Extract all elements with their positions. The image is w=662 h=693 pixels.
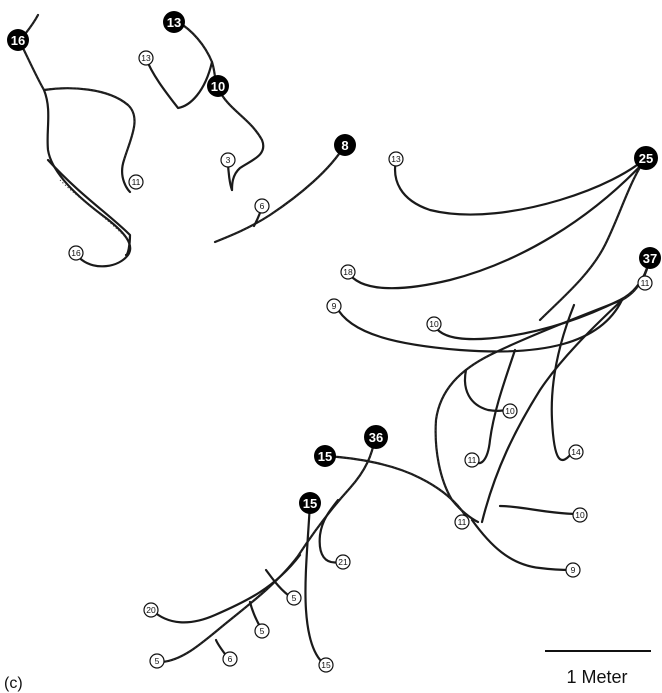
small-nodes: 13 11 16 3 6 13 18 9 10 11 10 11 14 10 1… <box>69 51 652 672</box>
node-small-9-a: 9 <box>327 299 341 313</box>
svg-text:15: 15 <box>321 660 331 670</box>
svg-text:8: 8 <box>341 138 348 153</box>
svg-text:9: 9 <box>571 565 576 575</box>
node-small-5-b: 5 <box>255 624 269 638</box>
node-15-upper: 15 <box>314 445 336 467</box>
node-small-20: 20 <box>144 603 158 617</box>
node-small-10-a: 10 <box>427 317 441 331</box>
svg-text:10: 10 <box>505 406 515 416</box>
svg-text:5: 5 <box>292 593 297 603</box>
big-nodes: 16 13 10 8 25 37 36 15 <box>7 11 661 514</box>
node-small-11-c: 11 <box>465 453 479 467</box>
svg-text:13: 13 <box>167 15 181 30</box>
svg-text:5: 5 <box>155 656 160 666</box>
node-small-3: 3 <box>221 153 235 167</box>
svg-text:10: 10 <box>429 319 439 329</box>
node-small-11-d: 11 <box>455 515 469 529</box>
node-small-13-a: 13 <box>139 51 153 65</box>
scale-bar: 1 Meter <box>545 651 651 687</box>
svg-text:16: 16 <box>71 248 81 258</box>
svg-text:36: 36 <box>369 430 383 445</box>
svg-text:14: 14 <box>571 447 581 457</box>
svg-text:21: 21 <box>338 557 348 567</box>
panel-label: (c) <box>4 675 23 692</box>
node-15-lower: 15 <box>299 492 321 514</box>
svg-text:20: 20 <box>146 605 156 615</box>
node-25: 25 <box>634 146 658 170</box>
svg-text:9: 9 <box>332 301 337 311</box>
node-16-top-left: 16 <box>7 29 29 51</box>
svg-text:10: 10 <box>211 79 225 94</box>
node-small-13-b: 13 <box>389 152 403 166</box>
trail-group-bottom <box>152 438 465 662</box>
node-37: 37 <box>639 247 661 269</box>
svg-text:37: 37 <box>643 251 657 266</box>
svg-text:18: 18 <box>343 267 353 277</box>
svg-text:11: 11 <box>132 177 141 187</box>
node-10-top: 10 <box>207 75 229 97</box>
svg-text:25: 25 <box>639 151 653 166</box>
svg-text:15: 15 <box>318 449 332 464</box>
node-small-18: 18 <box>341 265 355 279</box>
svg-text:11: 11 <box>468 455 477 465</box>
node-small-10-b: 10 <box>503 404 517 418</box>
node-13-top: 13 <box>163 11 185 33</box>
scale-bar-label: 1 Meter <box>566 667 627 687</box>
svg-text:11: 11 <box>458 517 467 527</box>
svg-text:15: 15 <box>303 496 317 511</box>
svg-text:10: 10 <box>575 510 585 520</box>
node-small-9-b: 9 <box>566 563 580 577</box>
node-8: 8 <box>334 134 356 156</box>
svg-text:13: 13 <box>141 53 151 63</box>
node-small-5-c: 5 <box>150 654 164 668</box>
svg-text:13: 13 <box>391 154 401 164</box>
node-small-14: 14 <box>569 445 583 459</box>
trail-group-right <box>336 158 649 570</box>
node-small-6-a: 6 <box>255 199 269 213</box>
svg-text:11: 11 <box>641 278 650 288</box>
svg-text:6: 6 <box>260 201 265 211</box>
node-small-6-b: 6 <box>223 652 237 666</box>
svg-text:3: 3 <box>226 155 231 165</box>
svg-text:5: 5 <box>260 626 265 636</box>
node-small-11-b: 11 <box>638 276 652 290</box>
trail-group-top-left <box>20 15 345 266</box>
svg-text:16: 16 <box>11 33 25 48</box>
node-36: 36 <box>364 425 388 449</box>
node-small-5-a: 5 <box>287 591 301 605</box>
node-small-21: 21 <box>336 555 350 569</box>
node-small-15: 15 <box>319 658 333 672</box>
node-small-10-c: 10 <box>573 508 587 522</box>
svg-text:6: 6 <box>228 654 233 664</box>
node-small-16: 16 <box>69 246 83 260</box>
node-small-11-a: 11 <box>129 175 143 189</box>
